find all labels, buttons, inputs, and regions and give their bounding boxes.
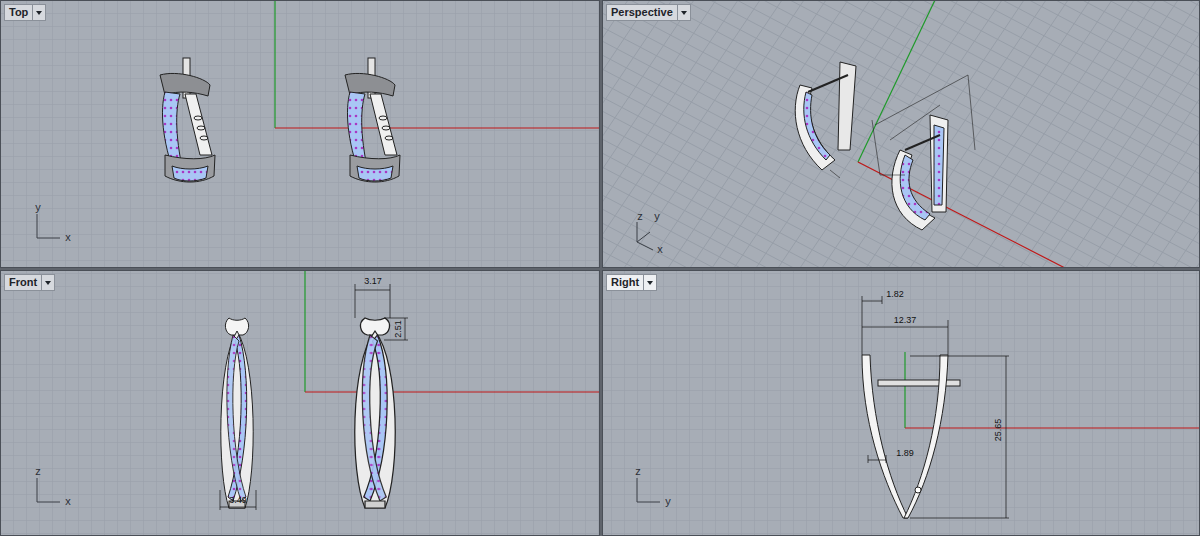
viewport-tab: Right: [606, 274, 657, 291]
axis-label: x: [657, 244, 663, 255]
axis-label: z: [35, 466, 41, 477]
viewport-tab: Top: [4, 4, 46, 21]
dimension-value: 12.37: [894, 316, 917, 325]
axis-label: z: [637, 211, 643, 222]
viewport-panel: Perspective: [602, 0, 1200, 268]
viewport-tab: Front: [4, 274, 55, 291]
dimension-value: 3.49: [229, 496, 247, 505]
axis-label: y: [665, 496, 671, 507]
dimension-value: 3.17: [364, 277, 382, 286]
dimension-value: 1.82: [886, 290, 904, 299]
viewport-title: Right: [607, 275, 643, 290]
dropdown-arrow: [677, 5, 690, 20]
viewport-title: Front: [5, 275, 41, 290]
axis-label: z: [635, 466, 641, 477]
viewport-title: Top: [5, 5, 32, 20]
viewport-tab: Perspective: [606, 4, 691, 21]
dimension-value: 1.89: [896, 449, 914, 458]
dropdown-arrow: [643, 275, 656, 290]
viewport-panel: Top: [0, 0, 600, 268]
axis-label: x: [65, 496, 71, 507]
viewport-panel: Right: [602, 270, 1200, 536]
dimension-value: 2.51: [394, 320, 403, 338]
dropdown-arrow: [32, 5, 45, 20]
axis-label: y: [654, 211, 660, 222]
axis-label: y: [35, 202, 41, 213]
viewport-panel: Front: [0, 270, 600, 536]
axis-label: x: [65, 232, 71, 243]
viewport-title: Perspective: [607, 5, 677, 20]
dimension-value: 25.65: [994, 419, 1003, 442]
dropdown-arrow: [41, 275, 54, 290]
